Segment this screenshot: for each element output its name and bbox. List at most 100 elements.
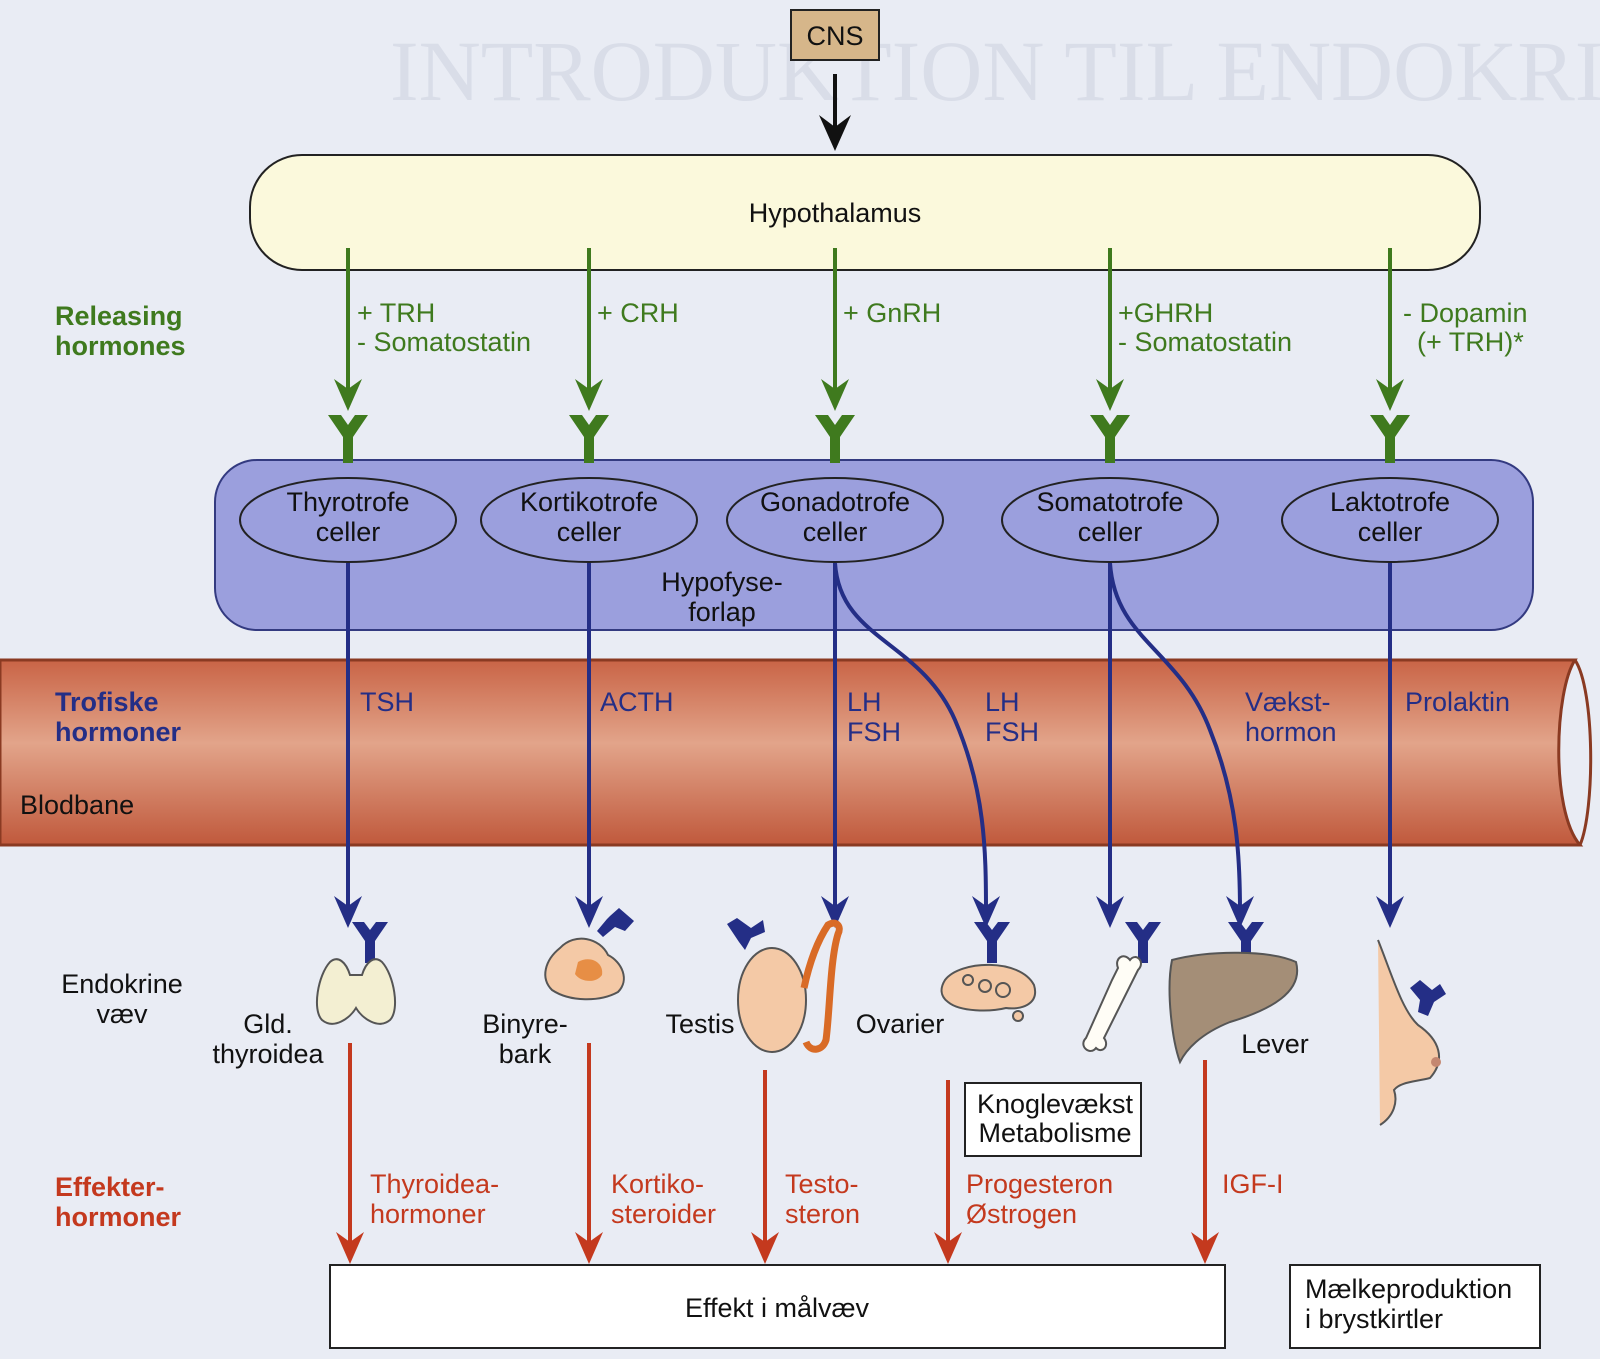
testis-duct-icon <box>800 919 843 1053</box>
trofiske-label-2: hormoner <box>55 717 182 747</box>
cell-label-4b: celler <box>1078 517 1143 547</box>
cell-label-1b: celler <box>316 517 381 547</box>
blue-receptor-icon-5 <box>1125 922 1161 963</box>
cell-label-2b: celler <box>557 517 622 547</box>
gland-label-2b: bark <box>499 1039 552 1069</box>
endokrine-label-1: Endokrine <box>61 969 183 999</box>
gland-label-4: Ovarier <box>856 1009 945 1039</box>
cell-thyrotrofe <box>239 477 457 563</box>
green-receptors <box>328 415 1410 463</box>
hypofyse-label-1: Hypofyse- <box>661 567 783 597</box>
prolaktin-label: Prolaktin <box>1405 687 1510 717</box>
cell-label-5a: Laktotrofe <box>1330 487 1450 517</box>
follicle-icon-3 <box>995 982 1011 998</box>
receptor-icon-4 <box>1090 415 1130 463</box>
follicle-icon-1 <box>962 974 974 986</box>
vaekst-label-1: Vækst- <box>1245 687 1331 717</box>
releasing-label-1: Releasing <box>55 301 183 331</box>
ghrh-label: +GHRH <box>1118 298 1213 328</box>
effekter-2b: steroider <box>611 1199 716 1229</box>
effekter-1a: Thyroidea- <box>370 1169 499 1199</box>
cell-label-2a: Kortikotrofe <box>520 487 658 517</box>
receptor-icon-3 <box>815 415 855 463</box>
endokrine-label-2: væv <box>96 999 148 1029</box>
cell-label-4a: Somatotrofe <box>1036 487 1183 517</box>
receptor-icon-1 <box>328 415 368 463</box>
lh-label-1: LH <box>847 687 882 717</box>
liver-icon <box>1168 951 1299 1065</box>
blood-vessel <box>0 658 1584 847</box>
somatostatin-label-2: - Somatostatin <box>1118 327 1292 357</box>
gnrh-label: + GnRH <box>843 298 941 328</box>
cell-label-1a: Thyrotrofe <box>286 487 409 517</box>
maelk-label-2: i brystkirtler <box>1305 1304 1443 1334</box>
hypothalamus-label: Hypothalamus <box>749 198 922 228</box>
gland-label-3: Testis <box>665 1009 734 1039</box>
breast-icon <box>1377 939 1440 1126</box>
releasing-label-2: hormones <box>55 331 186 361</box>
knoglevaekst-label: Knoglevækst <box>977 1089 1134 1119</box>
maelk-box <box>1289 1264 1541 1349</box>
cell-label-3a: Gonadotrofe <box>760 487 910 517</box>
cell-kortikotrofe <box>480 477 698 563</box>
effekt-label: Effekt i målvæv <box>685 1293 870 1323</box>
fsh-label-1: FSH <box>847 717 901 747</box>
somatostatin-label-1: - Somatostatin <box>357 327 531 357</box>
testis-icon <box>737 947 807 1053</box>
background-heading-text: INTRODUKTION TIL ENDOKRINOLOGI <box>390 23 1600 119</box>
blue-receptor-icon-1 <box>352 922 388 963</box>
receptor-icon-5 <box>1370 415 1410 463</box>
effekter-4b: Østrogen <box>966 1199 1077 1229</box>
blue-arrow-4b <box>1108 562 1254 928</box>
blue-receptor-icon-2 <box>597 908 634 937</box>
blue-receptor-icon-6 <box>1228 922 1264 963</box>
hypothalamus-box <box>249 154 1481 271</box>
maelk-label-1: Mælkeproduktion <box>1305 1274 1512 1304</box>
bone-icon <box>1082 955 1142 1052</box>
trh-star-label: (+ TRH)* <box>1417 327 1524 357</box>
cell-label-3b: celler <box>803 517 868 547</box>
effekter-3b: steron <box>785 1199 860 1229</box>
effekter-2a: Kortiko- <box>611 1169 704 1199</box>
receptor-icon-2 <box>569 415 609 463</box>
cell-laktotrofe <box>1281 477 1499 563</box>
fsh-label-2: FSH <box>985 717 1039 747</box>
effekter-label-1: Effekter- <box>55 1172 165 1202</box>
effekter-1b: hormoner <box>370 1199 486 1229</box>
thyroid-icon <box>315 958 397 1025</box>
blue-receptor-icon-4 <box>974 922 1010 963</box>
dopamin-label: - Dopamin <box>1403 298 1528 328</box>
tsh-label: TSH <box>360 687 414 717</box>
metabolisme-label: Metabolisme <box>978 1118 1131 1148</box>
blue-arrow-3b <box>833 562 1000 928</box>
follicle-icon-2 <box>978 979 992 993</box>
blood-vessel-end <box>1573 659 1593 846</box>
gland-label-5: Lever <box>1241 1029 1309 1059</box>
blue-receptors <box>352 908 1446 1016</box>
knoglevaekst-box <box>964 1082 1142 1157</box>
effekt-box <box>329 1264 1226 1349</box>
effekter-5: IGF-I <box>1222 1169 1284 1199</box>
cns-label: CNS <box>806 21 863 51</box>
trofiske-label-1: Trofiske <box>55 687 159 717</box>
vaekst-label-2: hormon <box>1245 717 1337 747</box>
cns-box <box>790 9 880 61</box>
lh-label-2: LH <box>985 687 1020 717</box>
follicle-icon-4 <box>1012 1010 1024 1022</box>
effekter-3a: Testo- <box>785 1169 859 1199</box>
effekter-4a: Progesteron <box>966 1169 1113 1199</box>
nipple-icon <box>1431 1057 1441 1067</box>
trh-label: + TRH <box>357 298 435 328</box>
blue-receptor-icon-7 <box>1410 980 1446 1016</box>
gland-label-2a: Binyre- <box>482 1009 568 1039</box>
acth-label: ACTH <box>600 687 674 717</box>
blue-receptor-icon-3 <box>727 918 765 950</box>
cell-label-5b: celler <box>1358 517 1423 547</box>
blodbane-label: Blodbane <box>20 790 134 820</box>
gland-label-1a: Gld. <box>243 1009 293 1039</box>
cell-gonadotrofe <box>726 477 944 563</box>
cell-somatotrofe <box>1001 477 1219 563</box>
hypofyse-label-2: forlap <box>688 597 756 627</box>
